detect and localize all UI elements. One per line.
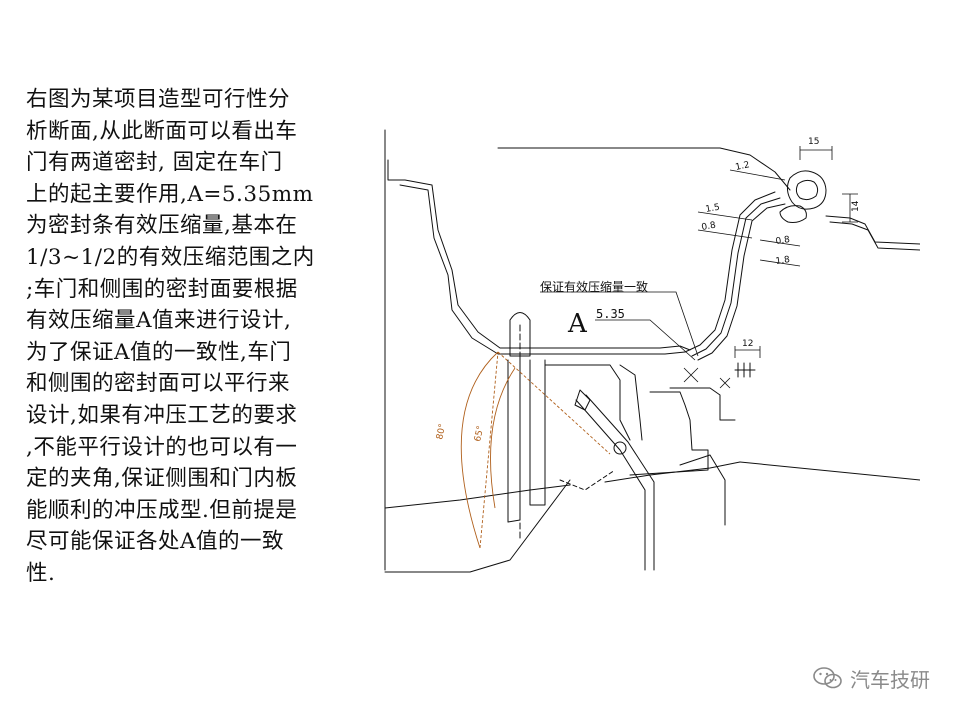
dimension-lines	[540, 146, 858, 389]
primary-seal-core	[795, 179, 819, 201]
thickness-1-5-label: 1.5	[705, 203, 721, 215]
thickness-0-8a-label: 0.8	[701, 221, 717, 233]
bolt-symbol	[734, 362, 756, 378]
watermark-text: 汽车技研	[850, 667, 930, 692]
inclined-panel	[575, 399, 646, 571]
door-lower-flange-2	[619, 364, 643, 441]
thickness-1-2-label: 1.2	[735, 160, 751, 173]
door-flange-rise-3	[697, 203, 786, 361]
text-line: 析断面,从此断面可以看出车	[26, 118, 298, 144]
text-line: 性.	[26, 560, 56, 586]
inner-angle-arc	[490, 367, 516, 509]
outer-skin-top	[497, 147, 791, 191]
door-sill-bracket	[629, 391, 709, 476]
door-lower-flange	[544, 364, 631, 441]
cross-mark-2	[719, 377, 731, 389]
seal-section-drawing: 保证有效压缩量一致 A 5.35 15 14 12 1.2 1.5 0.8 0.…	[380, 120, 920, 575]
ground-line-left	[384, 484, 571, 509]
angle-65-label: 65°	[473, 425, 486, 443]
door-flange-rise-2	[691, 197, 781, 357]
watermark: 汽车技研	[812, 664, 930, 692]
angle-80-label: 80°	[435, 423, 448, 441]
fastener-circle	[613, 441, 627, 455]
text-line: 右图为某项目造型可行性分	[26, 87, 291, 112]
angle-arcs	[460, 351, 611, 549]
door-flange-rise-1	[684, 191, 776, 353]
door-inner-panel-inner	[399, 184, 686, 355]
door-inner-panel-outer	[387, 159, 691, 351]
thickness-1-8-label: 1.8	[775, 255, 791, 267]
inclined-panel-inner	[585, 394, 655, 571]
dim-15-line	[799, 146, 833, 160]
text-line: 上的起主要作用,A=5.35mm	[26, 181, 314, 207]
outer-angle-arc	[460, 351, 499, 549]
dim-12-line	[734, 346, 761, 358]
section-svg: 保证有效压缩量一致 A 5.35 15 14 12 1.2 1.5 0.8 0.…	[384, 129, 920, 573]
body-side-inner	[829, 221, 920, 251]
secondary-seal-bulb	[779, 205, 807, 223]
text-line: ,不能平行设计的也可以有一	[26, 434, 298, 460]
ground-line-right	[739, 461, 920, 481]
text-line: 有效压缩量A值来进行设计,	[26, 308, 292, 334]
text-line: 门有两道密封, 固定在车门	[26, 150, 283, 176]
sill-outer	[679, 454, 726, 526]
primary-seal-bulb	[786, 170, 827, 210]
a-letter-label: A	[567, 309, 588, 339]
cross-mark-1	[683, 367, 699, 383]
thickness-0-8b-label: 0.8	[775, 235, 791, 247]
note-leader	[540, 291, 699, 357]
text-line: 尽可能保证各处A值的一致	[26, 529, 285, 555]
leader-0-8b	[759, 239, 801, 247]
wechat-icon	[812, 665, 844, 691]
dim-12-label: 12	[742, 339, 753, 349]
text-line: 定的夹角,保证侧围和门内板	[26, 466, 298, 492]
dim-15-label: 15	[808, 137, 819, 147]
leader-1-2	[729, 169, 786, 181]
body-side-outer	[825, 215, 920, 245]
ground-line-mid	[604, 461, 741, 483]
dim-14-line	[842, 193, 858, 223]
dashed-seal-line	[559, 469, 616, 491]
a-value-label: 5.35	[596, 307, 625, 321]
door-pillar	[507, 355, 521, 523]
leader-1-5	[697, 211, 753, 221]
note-label: 保证有效压缩量一致	[540, 279, 648, 294]
door-pillar-inner	[529, 359, 546, 506]
sill-step	[669, 387, 736, 421]
a-leader	[595, 319, 696, 361]
angle-ray-a	[497, 351, 611, 455]
rocker-line	[384, 479, 571, 573]
description-text: 右图为某项目造型可行性分 析断面,从此断面可以看出车 门有两道密封, 固定在车门…	[26, 84, 366, 590]
inclined-tip	[574, 389, 591, 411]
leader-0-8a	[697, 229, 753, 239]
text-line: 和侧围的密封面可以平行来	[26, 371, 291, 397]
text-line: ;车门和侧围的密封面要根据	[26, 276, 298, 302]
text-line: 能顺利的冲压成型.但前提是	[26, 497, 298, 523]
pin-head	[509, 312, 531, 357]
text-line: 为了保证A值的一致性,车门	[26, 339, 292, 365]
dim-14-label: 14	[851, 200, 861, 212]
text-line: 设计,如果有冲压工艺的要求	[26, 402, 298, 428]
angle-ray-b	[479, 351, 499, 549]
leader-1-8	[759, 259, 801, 267]
text-line: 为密封条有效压缩量,基本在	[26, 213, 298, 239]
text-line: 1/3~1/2的有效压缩范围之内	[26, 244, 315, 270]
